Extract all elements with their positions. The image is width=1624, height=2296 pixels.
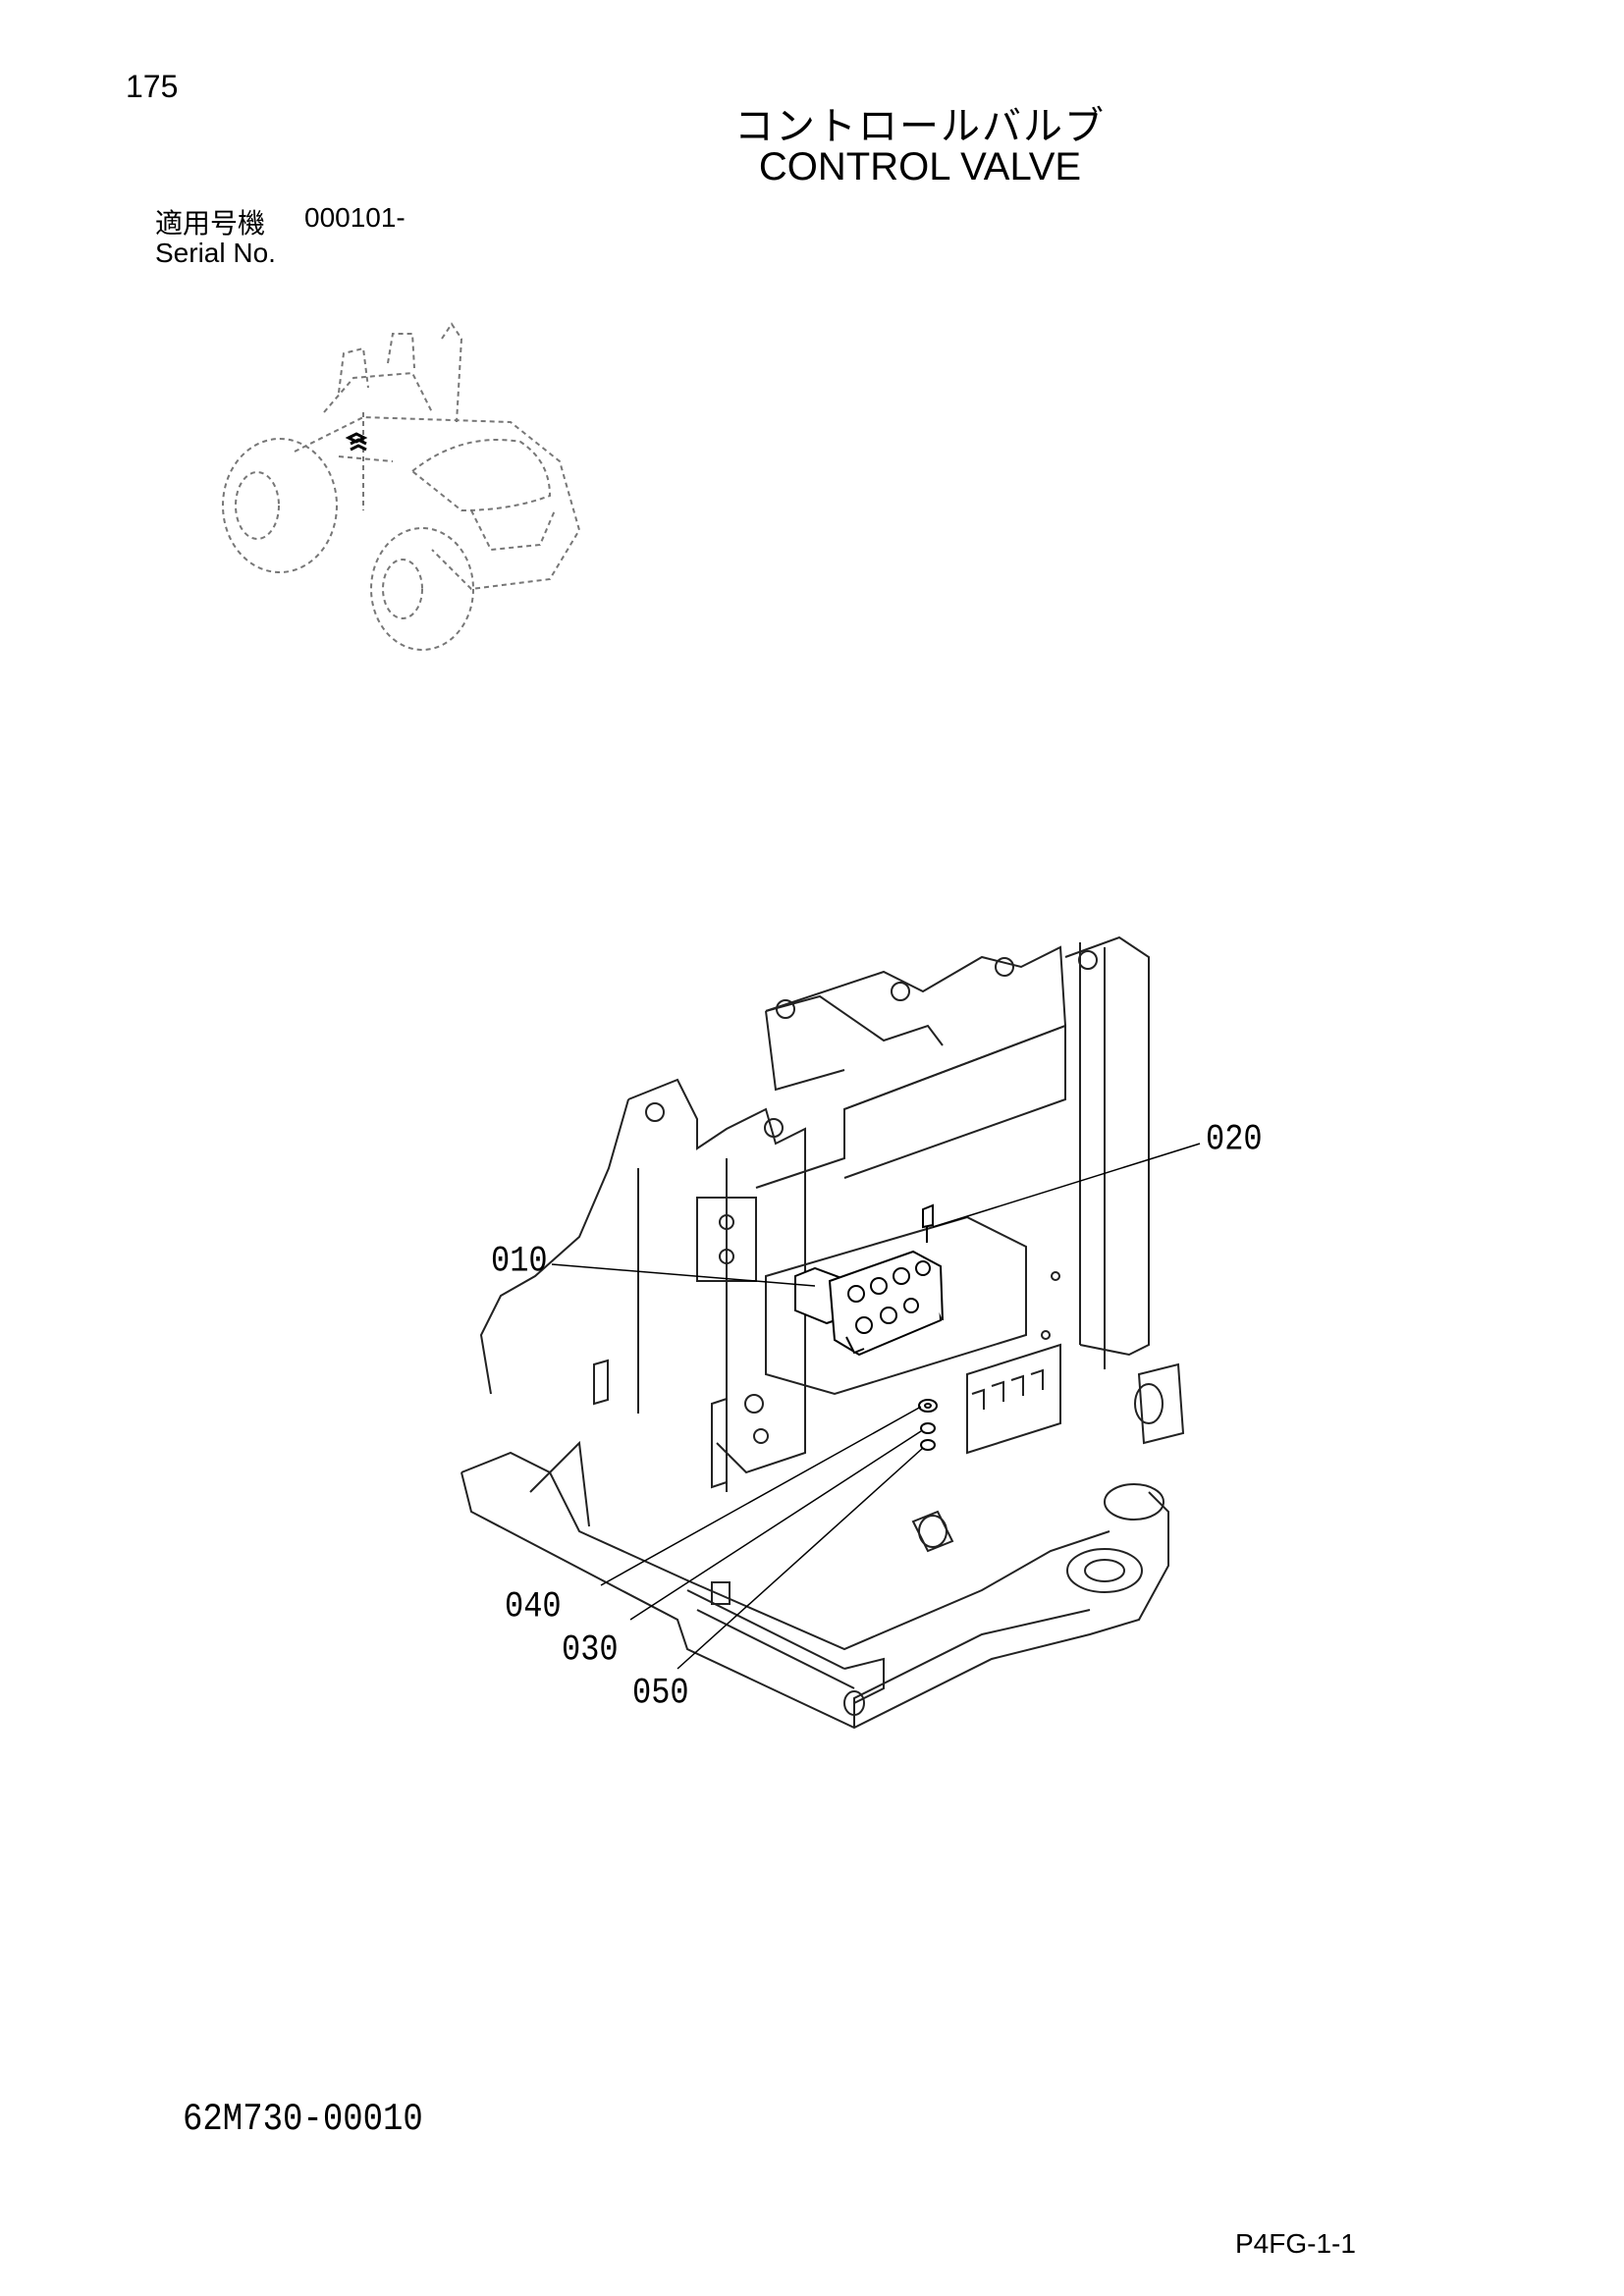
callout-leader-lines — [551, 1143, 1201, 1670]
serial-number-value: 000101- — [304, 202, 406, 233]
page-code: P4FG-1-1 — [1235, 2228, 1356, 2259]
serial-label-english: Serial No. — [155, 238, 276, 268]
callout-030: 030 — [562, 1629, 619, 1671]
page-number: 175 — [126, 69, 179, 104]
drawing-number: 62M730-00010 — [183, 2099, 423, 2142]
front-frame-structure — [460, 935, 1185, 1730]
callout-050: 050 — [632, 1672, 689, 1714]
locator-highlight-mark — [345, 432, 368, 452]
callout-020: 020 — [1206, 1118, 1263, 1160]
callout-040: 040 — [505, 1585, 562, 1628]
hardware-washers — [918, 1399, 938, 1451]
page-title-english: CONTROL VALVE — [758, 145, 1082, 188]
machine-locator-thumbnail — [222, 322, 581, 651]
page-title-japanese: コントロールバルブ — [734, 104, 1106, 149]
serial-label-japanese: 適用号機 — [155, 207, 266, 240]
callout-010: 010 — [491, 1240, 548, 1282]
control-valve-assembly — [794, 1203, 944, 1357]
